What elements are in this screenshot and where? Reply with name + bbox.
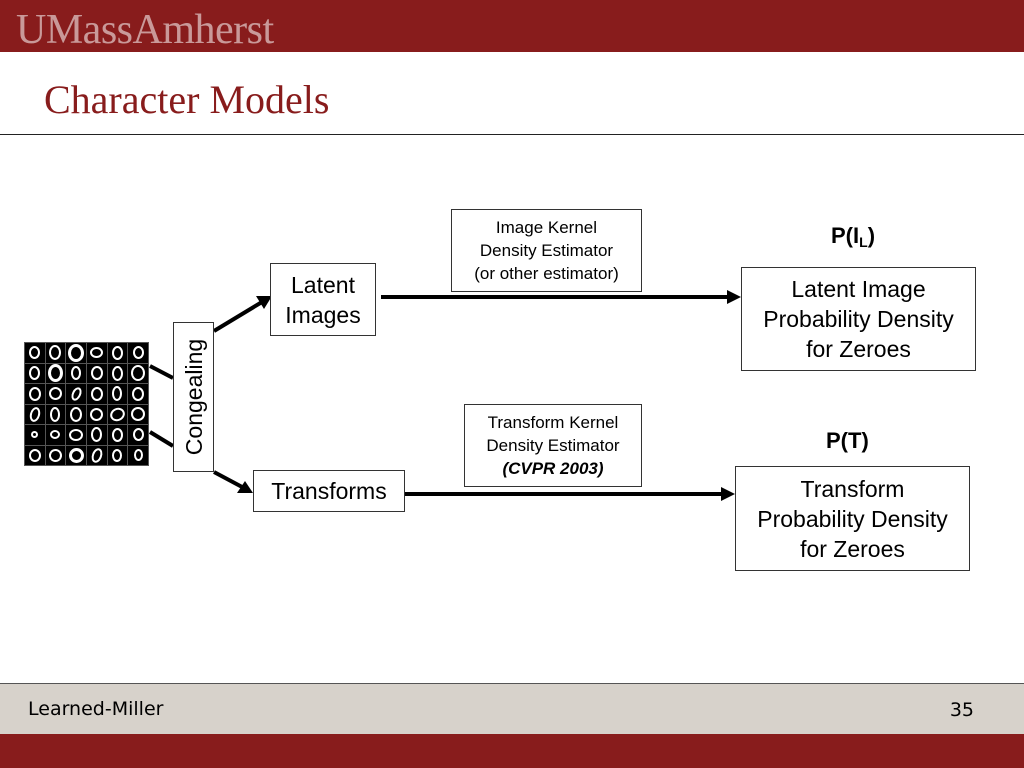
latent-density-line2: Probability Density	[763, 306, 954, 332]
latent-images-line1: Latent	[291, 271, 355, 298]
digit-cell	[44, 362, 67, 384]
latent-density-line3: for Zeroes	[806, 336, 911, 362]
image-kde-line3: (or other estimator)	[474, 264, 619, 283]
digit-cell	[44, 444, 67, 466]
digit-cell	[24, 444, 46, 466]
transform-density-box: Transform Probability Density for Zeroes	[735, 466, 970, 571]
p-t-label: P(T)	[826, 428, 869, 453]
digit-cell	[65, 383, 87, 405]
digit-cell	[106, 342, 129, 364]
digit-cell	[127, 444, 149, 466]
digit-cell	[106, 362, 129, 384]
digit-cell	[86, 362, 108, 384]
umass-amherst-logo: UMassAmherst	[16, 7, 274, 53]
image-kde-line1: Image Kernel	[495, 218, 598, 237]
digit-cell	[44, 383, 67, 405]
transform-kde-line2: Density Estimator	[486, 436, 620, 455]
slide-title: Character Models	[44, 77, 330, 122]
footer-bar	[0, 683, 1024, 734]
latent-to-density-arrowhead	[727, 290, 741, 304]
digit-cell	[24, 383, 46, 405]
latent-density-box: Latent Image Probability Density for Zer…	[741, 267, 976, 371]
digit-cell	[65, 362, 87, 384]
transform-density-line1: Transform	[800, 475, 905, 502]
digit-cell	[86, 342, 108, 364]
p-il-subscript: L	[859, 234, 868, 250]
congealing-to-latent-arrow	[212, 300, 264, 333]
transforms-to-density-arrowhead	[721, 487, 735, 501]
digit-cell	[127, 383, 149, 405]
zero-digit-grid	[24, 342, 149, 466]
digit-cell	[106, 444, 129, 466]
congealing-to-transforms-arrowhead	[237, 481, 253, 493]
digit-cell	[127, 403, 149, 425]
digit-cell	[65, 342, 87, 364]
digit-cell	[106, 424, 129, 446]
cvpr-citation: (CVPR 2003)	[502, 459, 604, 478]
grid-to-congealing-line-bottom	[148, 430, 175, 448]
title-divider	[0, 134, 1024, 135]
header-bar	[0, 0, 1024, 52]
digit-cell	[86, 383, 108, 405]
image-kde-line2: Density Estimator	[479, 241, 614, 260]
digit-cell	[65, 403, 87, 425]
congealing-to-transforms-arrow	[213, 470, 245, 490]
congealing-label: Congealing	[180, 338, 207, 456]
footer-author: Learned-Miller	[28, 698, 164, 720]
latent-images-box: Latent Images	[270, 263, 376, 336]
latent-density-line1: Latent Image	[791, 276, 926, 302]
digit-cell	[24, 342, 46, 364]
slide-number: 35	[949, 699, 974, 721]
transform-density-line3: for Zeroes	[800, 535, 905, 562]
bottom-bar	[0, 734, 1024, 768]
congealing-to-latent-arrowhead	[256, 296, 272, 309]
congealing-box: Congealing	[173, 322, 214, 472]
grid-to-congealing-line-top	[149, 364, 174, 380]
digit-cell	[24, 403, 46, 425]
digit-cell	[127, 342, 149, 364]
digit-cell	[65, 444, 87, 466]
digit-cell	[24, 424, 46, 446]
digit-cell	[86, 424, 108, 446]
digit-cell	[24, 362, 46, 384]
digit-cell	[44, 403, 67, 425]
digit-cell	[127, 362, 149, 384]
digit-cell	[86, 444, 108, 466]
digit-cell	[44, 424, 67, 446]
latent-images-line2: Images	[285, 301, 361, 328]
digit-cell	[106, 403, 129, 425]
digit-cell	[86, 403, 108, 425]
digit-cell	[127, 424, 149, 446]
image-kde-box: Image Kernel Density Estimator (or other…	[451, 209, 642, 292]
digit-cell	[44, 342, 67, 364]
transforms-label: Transforms	[271, 478, 387, 504]
transforms-box: Transforms	[253, 470, 405, 512]
digit-cell	[65, 424, 87, 446]
p-il-label: P(IL)	[831, 223, 876, 250]
transform-kde-box: Transform Kernel Density Estimator (CVPR…	[464, 404, 642, 487]
transform-density-line2: Probability Density	[757, 505, 948, 532]
transform-kde-line1: Transform Kernel	[487, 413, 619, 432]
digit-cell	[106, 383, 129, 405]
